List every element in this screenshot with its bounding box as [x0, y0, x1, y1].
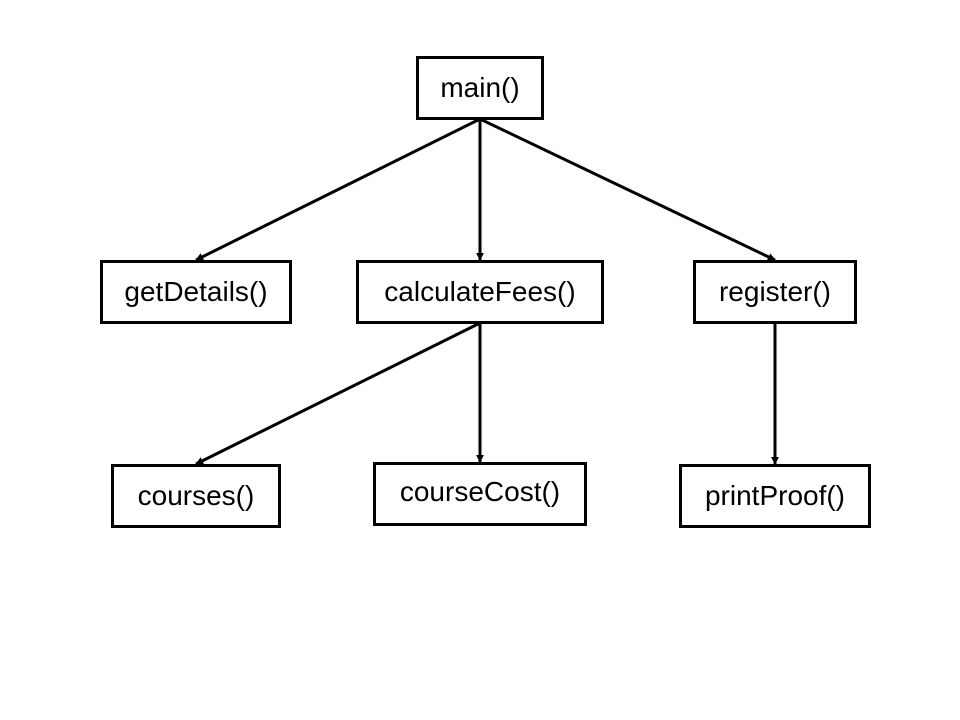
node-course-cost: courseCost() [373, 462, 587, 526]
node-courses-label: courses() [137, 480, 255, 511]
node-print-proof-label: printProof() [704, 480, 846, 511]
edge-calculateFees-to-courses [195, 321, 481, 466]
node-main: main() [416, 56, 544, 120]
node-print-proof: printProof() [679, 464, 871, 528]
node-courses: courses() [111, 464, 281, 528]
node-get-details-label: getDetails() [124, 276, 268, 307]
node-calculate-fees: calculateFees() [356, 260, 604, 324]
node-course-cost-label: courseCost() [399, 476, 561, 507]
edges [195, 117, 779, 466]
edge-main-to-register [479, 117, 776, 262]
node-main-label: main() [440, 72, 520, 103]
node-calculate-fees-label: calculateFees() [384, 276, 576, 307]
node-register: register() [693, 260, 857, 324]
node-register-label: register() [718, 276, 831, 307]
node-get-details: getDetails() [100, 260, 292, 324]
edge-main-to-getDetails [195, 117, 481, 262]
